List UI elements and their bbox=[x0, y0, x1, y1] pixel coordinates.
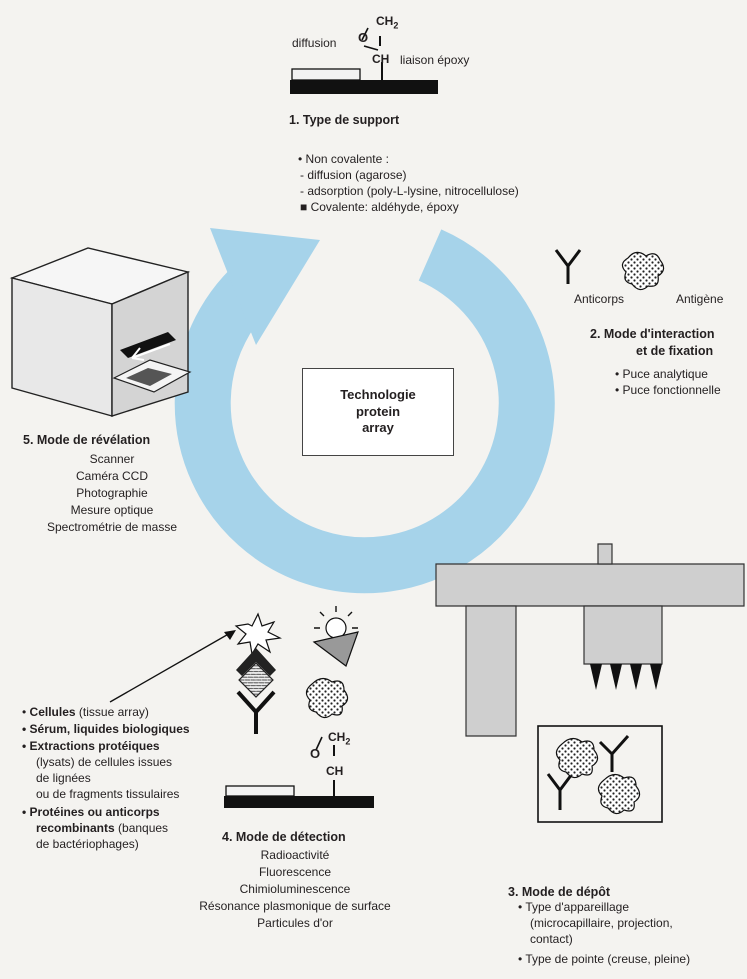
interaction-item-1: • Puce fonctionnelle bbox=[615, 383, 721, 397]
antigene-label: Antigène bbox=[676, 292, 724, 306]
samples-recombinant-1: • Protéines ou anticorps bbox=[22, 805, 160, 819]
spotter-robot bbox=[435, 543, 745, 823]
cycle-arrow bbox=[174, 228, 555, 594]
support-slide bbox=[290, 27, 438, 94]
samples-serum: • Sérum, liquides biologiques bbox=[22, 722, 190, 736]
samples-extr-line-2: ou de fragments tissulaires bbox=[36, 787, 180, 801]
scanner bbox=[9, 247, 192, 417]
detection-item-2: Chimioluminescence bbox=[239, 882, 351, 896]
det-ch-label: CH bbox=[326, 764, 344, 778]
ch2-label: CH2 bbox=[376, 14, 399, 31]
antibody-antigen bbox=[554, 249, 665, 291]
samples-extraction: • Extractions protéiques bbox=[22, 739, 160, 753]
depot-title: 3. Mode de dépôt bbox=[508, 885, 611, 899]
support-title: 1. Type de support bbox=[289, 113, 400, 127]
center-line-3: array bbox=[362, 420, 394, 436]
ch-label: CH bbox=[372, 52, 390, 66]
samples-extr-line-0: (lysats) de cellules issues bbox=[36, 755, 173, 769]
anticorps-label: Anticorps bbox=[574, 292, 625, 306]
interaction-title-1: 2. Mode d'interaction bbox=[590, 327, 715, 341]
depot-item-2: • Type de pointe (creuse, pleine) bbox=[518, 952, 691, 966]
detection-slide bbox=[224, 736, 374, 808]
detection-item-1: Fluorescence bbox=[258, 865, 332, 879]
det-ch2-label: CH2 bbox=[328, 730, 351, 747]
center-line-1: Technologie bbox=[340, 386, 416, 402]
samples-recombinant-3: de bactériophages) bbox=[36, 837, 139, 851]
revelation-title: 5. Mode de révélation bbox=[23, 433, 151, 447]
detection-sandwich bbox=[109, 606, 359, 734]
interaction-item-0: • Puce analytique bbox=[615, 367, 708, 381]
samples-recombinant-2: recombinants (banques bbox=[36, 821, 169, 835]
diffusion-label: diffusion bbox=[292, 36, 337, 50]
depot-item-1-line-0: (microcapillaire, projection, bbox=[530, 916, 673, 930]
revelation-item-2: Photographie bbox=[76, 486, 148, 500]
det-oxygen-label: O bbox=[310, 746, 321, 761]
interaction-title-2: et de fixation bbox=[636, 344, 714, 358]
support-item-1: - adsorption (poly-L-lysine, nitrocellul… bbox=[300, 184, 519, 198]
revelation-item-0: Scanner bbox=[89, 452, 135, 466]
oxygen-label: O bbox=[358, 30, 369, 45]
detection-title: 4. Mode de détection bbox=[222, 830, 346, 844]
revelation-item-3: Mesure optique bbox=[70, 503, 154, 517]
support-item-0: - diffusion (agarose) bbox=[300, 168, 407, 182]
depot-item-1: • Type d'appareillage bbox=[518, 900, 630, 914]
detection-item-4: Particules d'or bbox=[257, 916, 333, 930]
epoxy-label: liaison époxy bbox=[400, 53, 470, 67]
revelation-item-4: Spectrométrie de masse bbox=[46, 520, 178, 534]
support-cov: ■ Covalente: aldéhyde, époxy bbox=[300, 200, 459, 214]
detection-item-3: Résonance plasmonique de surface bbox=[199, 899, 391, 913]
support-noncov: • Non covalente : bbox=[298, 152, 389, 166]
center-box: Technologie protein array bbox=[302, 368, 454, 456]
detection-item-0: Radioactivité bbox=[260, 848, 330, 862]
center-line-2: protein bbox=[355, 403, 401, 419]
samples-cells: • Cellules (tissue array) bbox=[22, 705, 149, 719]
depot-item-1-line-1: contact) bbox=[530, 932, 573, 946]
revelation-item-1: Caméra CCD bbox=[75, 469, 148, 483]
samples-extr-line-1: de lignées bbox=[36, 771, 91, 785]
